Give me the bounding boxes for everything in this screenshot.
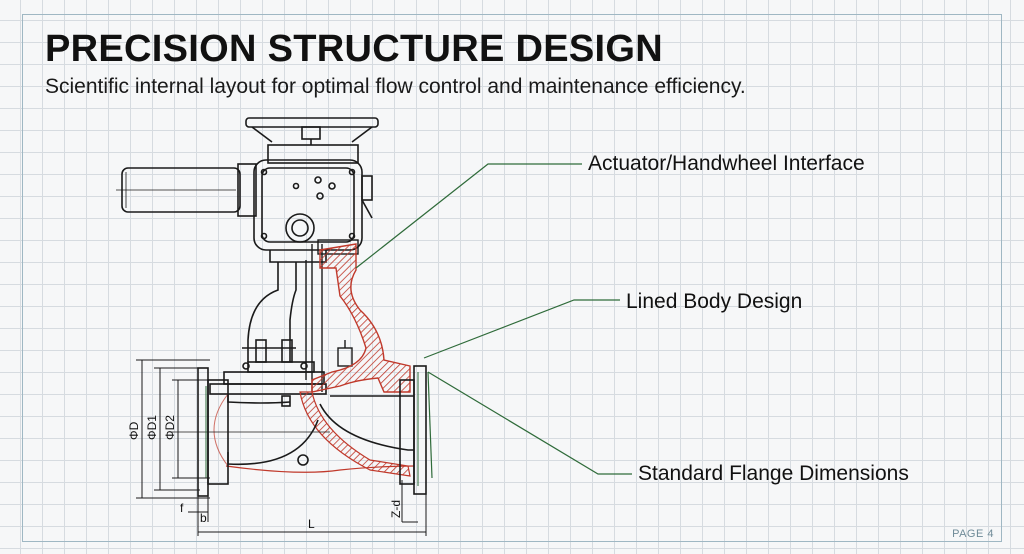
slide-frame <box>22 14 1002 542</box>
dim-label-phi-d2: ΦD2 <box>163 415 177 440</box>
right-flange <box>399 365 427 495</box>
handwheel <box>245 117 379 145</box>
electric-motor <box>116 163 257 217</box>
callout-flange: Standard Flange Dimensions <box>638 462 909 485</box>
dim-label-f: f <box>180 501 184 515</box>
left-flange <box>197 367 229 497</box>
dim-label-z-d: Z-d <box>389 500 403 518</box>
dimension-lines <box>136 359 427 536</box>
valve-body <box>170 393 415 473</box>
actuator-gearbox <box>253 144 373 263</box>
body-lining <box>299 243 411 477</box>
page-title: PRECISION STRUCTURE DESIGN <box>45 28 663 70</box>
dim-label-phi-d: ΦD <box>127 421 141 440</box>
leader-lines <box>355 163 632 479</box>
dim-label-phi-d1: ΦD1 <box>145 415 159 440</box>
callout-lined-body: Lined Body Design <box>626 290 803 313</box>
page-subtitle: Scientific internal layout for optimal f… <box>45 75 746 98</box>
dim-label-b: b <box>200 511 207 525</box>
dim-label-l: L <box>308 517 315 531</box>
page-number: PAGE 4 <box>952 528 994 540</box>
callout-actuator: Actuator/Handwheel Interface <box>588 152 865 175</box>
